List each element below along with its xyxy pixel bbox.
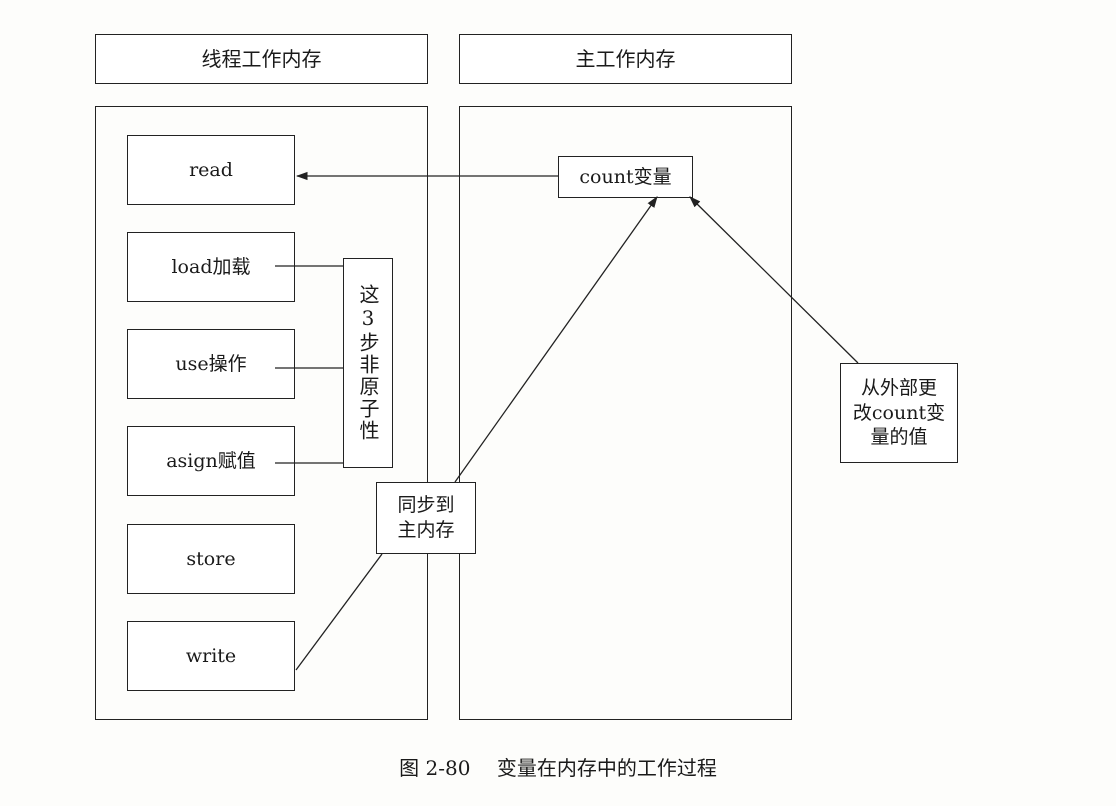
- thread-memory-panel: [95, 106, 428, 720]
- count-variable: count变量: [558, 156, 693, 198]
- step-load: load加载: [127, 232, 295, 302]
- figure-title: 变量在内存中的工作过程: [496, 756, 717, 780]
- main-memory-title: 主工作内存: [459, 34, 792, 84]
- step-read: read: [127, 135, 295, 205]
- step-store: store: [127, 524, 295, 594]
- sync-to-main-label: 同步到 主内存: [376, 482, 476, 554]
- main-memory-panel: [459, 106, 792, 720]
- figure-caption: 图 2-80 变量在内存中的工作过程: [0, 752, 1116, 781]
- arrow-external-to-count: [689, 196, 859, 364]
- non-atomic-note: 这3步非原子性: [343, 258, 393, 468]
- figure-number: 图 2-80: [399, 756, 471, 780]
- step-assign: asign赋值: [127, 426, 295, 496]
- line-write-to-sync: [295, 553, 383, 671]
- thread-memory-title: 线程工作内存: [95, 34, 428, 84]
- external-change-label: 从外部更 改count变 量的值: [840, 363, 958, 463]
- step-write: write: [127, 621, 295, 691]
- step-use: use操作: [127, 329, 295, 399]
- arrow-sync-to-count: [454, 196, 658, 483]
